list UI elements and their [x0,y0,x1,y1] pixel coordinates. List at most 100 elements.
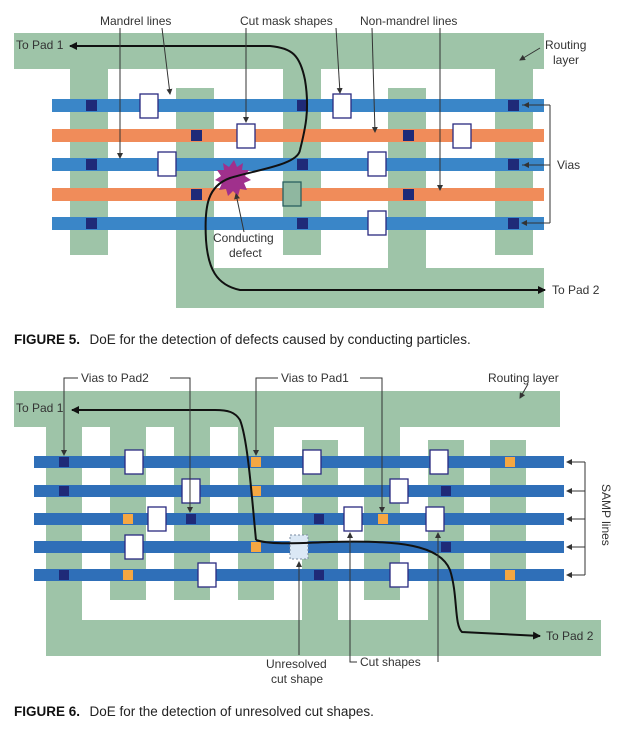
fig5-cut-shape-green [282,181,302,207]
label-to-pad2: To Pad 2 [552,283,600,297]
via [191,130,202,141]
cut-shape [236,123,256,149]
via [297,218,308,229]
via [251,486,261,496]
figure5-caption-label: FIGURE 5. [14,332,80,347]
via [314,570,324,580]
cut-shape [157,151,177,177]
samp-line [34,513,564,525]
via [441,542,451,552]
pointer-vias-pad1-right [360,377,385,513]
via [508,159,519,170]
fig6-vias-pad2 [59,457,451,580]
fig5-routing-finger [176,88,214,278]
via [191,189,202,200]
samp-line [34,485,564,497]
via [314,514,324,524]
figure6-caption-label: FIGURE 6. [14,704,80,719]
label-vias-to-pad1: Vias to Pad1 [281,371,349,385]
label-to-pad1: To Pad 1 [16,38,64,52]
label-conducting: Conducting [213,231,274,245]
via [251,457,261,467]
fig5-routing-finger [388,88,426,278]
fig5-non-mandrel-line [52,129,544,142]
via [297,159,308,170]
cut-shape [389,562,409,588]
pointer-vias-pad1-left [253,377,278,456]
fig5-cut-mask-shapes [139,93,472,236]
fig5-vias [86,100,519,229]
cut-shape [197,562,217,588]
cut-shape [425,506,445,532]
label-routing-1: Routing [545,38,586,52]
cut-shape [332,93,352,119]
unresolved-cut-shape [289,534,309,560]
fig5-current-path [69,42,309,151]
fig6-routing-finger [490,440,526,630]
figure5-diagram: Mandrel lines Cut mask shapes Non-mandre… [14,14,600,308]
via [508,218,519,229]
fig6-current-path-upper [71,406,257,541]
pointer-defect [234,193,245,233]
label-mandrel-lines: Mandrel lines [100,14,171,28]
pointer-mandrel-2 [161,27,173,95]
label-vias: Vias [557,158,580,172]
via [123,514,133,524]
via [403,130,414,141]
label-to-pad1-fig6: To Pad 1 [16,401,64,415]
label-routing-layer: Routing layer [488,371,559,385]
via [508,100,519,111]
via [441,486,451,496]
via [297,100,308,111]
via [59,457,69,467]
fig6-vias-pad1 [123,457,515,580]
pointer-vias-pad2-right [170,377,193,513]
via [403,189,414,200]
pointer-routing-layer [519,383,529,399]
fig6-current-path-lower [255,539,541,640]
via [378,514,388,524]
via [86,100,97,111]
cut-shape [124,449,144,475]
via [86,159,97,170]
label-cut-shape: cut shape [271,672,323,686]
label-cut-shapes: Cut shapes [360,655,421,669]
via [59,486,69,496]
pointer-vias-pad2-left [61,377,78,456]
via [251,542,261,552]
pointer-cut-2 [335,27,343,94]
figure5-caption-text: DoE for the detection of defects caused … [89,332,470,347]
pointer-nonmandrel-1 [371,27,378,133]
via [186,514,196,524]
samp-line [34,456,564,468]
label-samp-lines: SAMP lines [599,484,613,546]
figure5-caption: FIGURE 5. DoE for the detection of defec… [14,331,471,348]
cut-shape [181,478,201,504]
cut-shape [452,123,472,149]
via [59,570,69,580]
fig5-current-path-lower [204,149,546,294]
fig5-routing-bottom-bar [176,268,544,308]
label-to-pad2-fig6: To Pad 2 [546,629,594,643]
cut-shape [147,506,167,532]
cut-shape [343,506,363,532]
via [505,570,515,580]
label-non-mandrel-lines: Non-mandrel lines [360,14,457,28]
via [505,457,515,467]
cut-shape [429,449,449,475]
cut-shape [302,449,322,475]
figure6-caption: FIGURE 6. DoE for the detection of unres… [14,703,374,720]
cut-shape [367,210,387,236]
figure6-diagram: Vias to Pad2 Vias to Pad1 Routing layer … [14,371,613,686]
label-routing-2: layer [553,53,579,67]
pointer-routing [519,47,541,61]
label-vias-to-pad2: Vias to Pad2 [81,371,149,385]
cut-shape [389,478,409,504]
label-unresolved: Unresolved [266,657,327,671]
via [123,570,133,580]
figure6-caption-text: DoE for the detection of unresolved cut … [89,704,373,719]
cut-shape [139,93,159,119]
label-cut-mask-shapes: Cut mask shapes [240,14,333,28]
via [86,218,97,229]
